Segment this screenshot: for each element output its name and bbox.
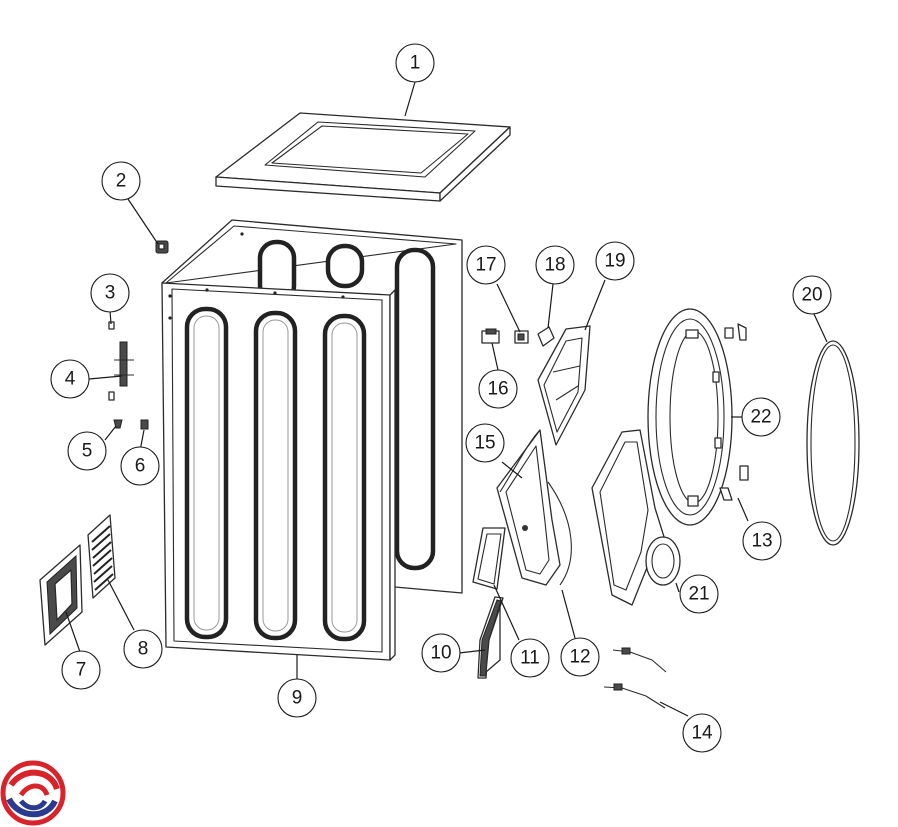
back-plate-part — [39, 544, 83, 646]
callout-9: 9 — [277, 678, 317, 718]
svg-text:14: 14 — [691, 723, 713, 744]
door-frame-part — [477, 596, 504, 679]
callout-1: 1 — [395, 43, 435, 83]
belt-ring-part — [806, 340, 860, 546]
svg-text:15: 15 — [474, 433, 495, 454]
callout-16: 16 — [478, 369, 518, 409]
svg-text:5: 5 — [82, 441, 93, 462]
callout-11: 11 — [510, 638, 550, 678]
svg-text:10: 10 — [430, 643, 451, 664]
seal-strip-part — [547, 481, 572, 586]
callout-20: 20 — [792, 275, 832, 315]
top-panel-part — [215, 112, 511, 202]
gasket-frame-part — [472, 527, 506, 590]
callout-7: 7 — [61, 650, 101, 690]
svg-text:3: 3 — [105, 283, 116, 304]
callout-10: 10 — [421, 633, 461, 673]
svg-text:11: 11 — [520, 648, 540, 669]
callout-3: 3 — [90, 273, 130, 313]
switch-parts — [481, 326, 555, 347]
callout-21: 21 — [679, 574, 719, 614]
svg-text:18: 18 — [544, 255, 565, 276]
wiring-part — [603, 647, 667, 709]
svg-text:17: 17 — [475, 255, 496, 276]
callout-6: 6 — [120, 446, 160, 486]
svg-text:19: 19 — [604, 251, 625, 272]
svg-text:7: 7 — [76, 660, 87, 681]
brand-swirl-logo-icon — [0, 760, 66, 826]
svg-text:16: 16 — [487, 379, 508, 400]
svg-text:22: 22 — [750, 407, 771, 428]
grille-part — [87, 514, 116, 599]
front-bulkhead-part — [496, 429, 561, 586]
clip-parts — [719, 323, 749, 501]
callout-2: 2 — [101, 161, 141, 201]
callout-4: 4 — [50, 359, 90, 399]
svg-text:4: 4 — [65, 369, 76, 390]
callout-15: 15 — [465, 423, 505, 463]
rear-duct-housing-part — [591, 429, 681, 606]
leader-lines — [65, 81, 828, 717]
svg-text:21: 21 — [688, 584, 709, 605]
svg-text:9: 9 — [292, 688, 303, 709]
cabinet-part — [161, 219, 463, 661]
callout-12: 12 — [560, 637, 600, 677]
callout-14: 14 — [682, 713, 722, 753]
svg-text:6: 6 — [135, 456, 146, 477]
callout-13: 13 — [742, 521, 782, 561]
callout-22: 22 — [741, 397, 781, 437]
callout-17: 17 — [466, 245, 506, 285]
svg-text:1: 1 — [410, 53, 421, 74]
svg-text:2: 2 — [116, 171, 127, 192]
callout-5: 5 — [67, 431, 107, 471]
svg-text:13: 13 — [751, 531, 772, 552]
svg-text:8: 8 — [138, 639, 149, 660]
callout-18: 18 — [535, 245, 575, 285]
latch-part — [155, 240, 169, 254]
svg-text:12: 12 — [569, 647, 590, 668]
bracket-assembly-part — [108, 321, 149, 430]
drum-ring-part — [647, 308, 733, 526]
svg-text:20: 20 — [801, 285, 822, 306]
callout-19: 19 — [595, 241, 635, 281]
callout-8: 8 — [123, 629, 163, 669]
dispenser-part — [537, 325, 591, 446]
